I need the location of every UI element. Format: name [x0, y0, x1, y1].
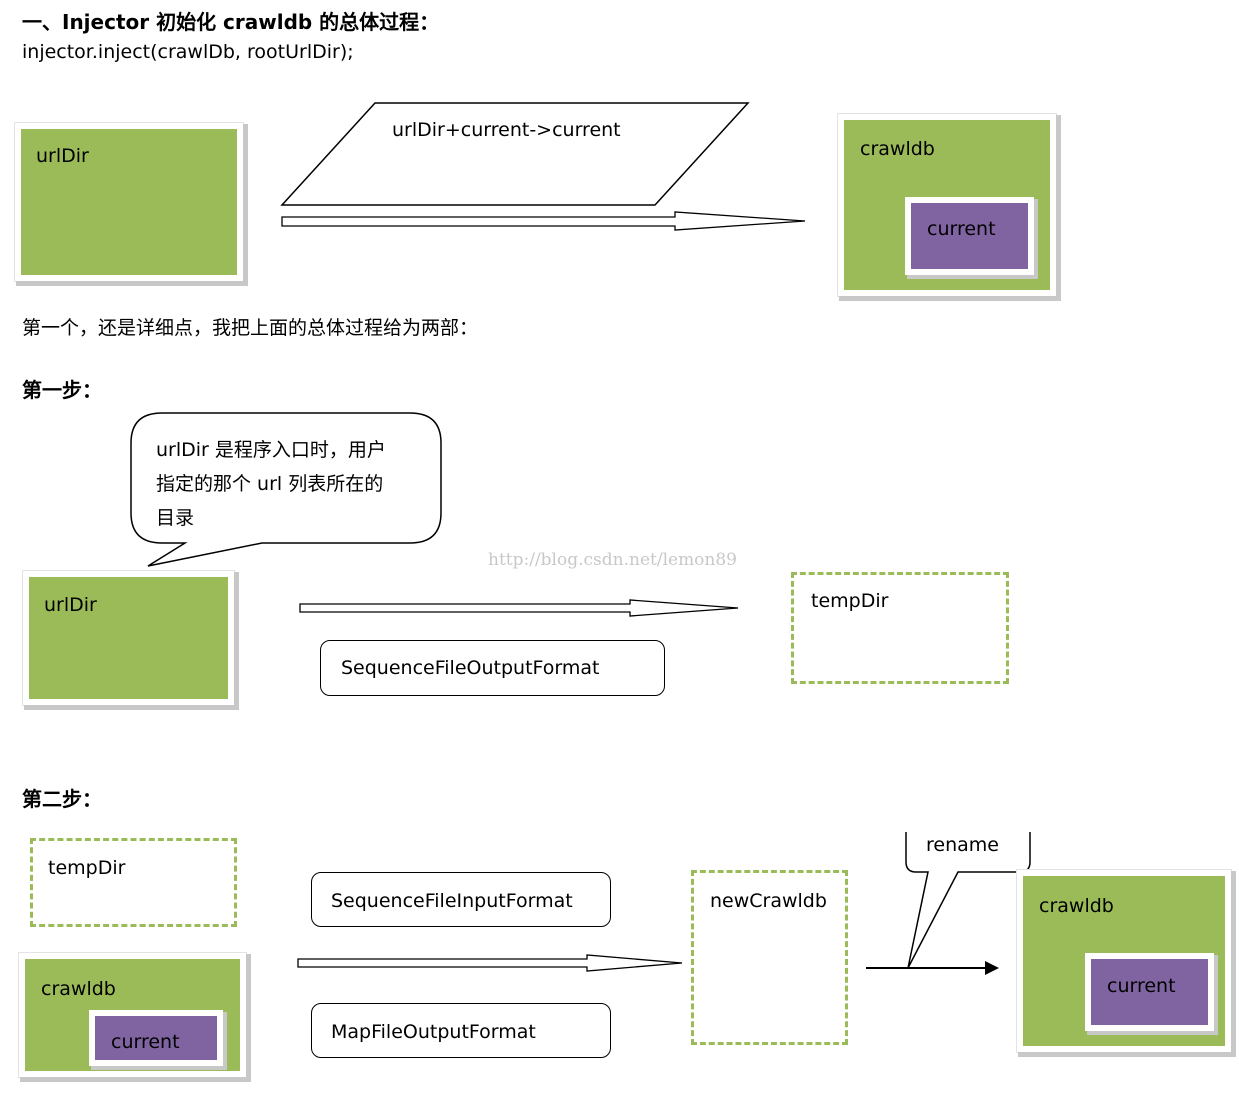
inject-code-line: injector.inject(crawlDb, rootUrlDir);	[22, 41, 354, 63]
parallelogram-label: urlDir+current->current	[392, 119, 621, 141]
step2-tempdir-label: tempDir	[48, 857, 126, 879]
step1-arrow	[299, 599, 739, 617]
crawldb-box: crawldb current	[838, 114, 1056, 296]
callout-line-3: 目录	[156, 507, 195, 529]
step2-current-label: current	[111, 1031, 180, 1053]
step2-tempdir-box: tempDir	[30, 838, 237, 927]
current-box: current	[905, 197, 1034, 275]
step1-heading: 第一步：	[22, 378, 102, 402]
step2-heading: 第二步：	[22, 787, 102, 811]
step1-tempdir-box: tempDir	[791, 572, 1009, 684]
rename-label: rename	[926, 834, 999, 856]
crawldb-label: crawldb	[860, 138, 935, 160]
newcrawldb-box: newCrawldb	[691, 870, 848, 1045]
data-parallelogram	[280, 102, 750, 206]
result-crawldb-box: crawldb current	[1017, 870, 1231, 1052]
callout-line-2: 指定的那个 url 列表所在的	[156, 473, 384, 495]
section1-heading: 一、Injector 初始化 crawldb 的总体过程：	[22, 10, 440, 34]
sequencefile-inputformat-label: SequenceFileInputFormat	[331, 890, 573, 912]
step1-tempdir-label: tempDir	[811, 590, 889, 612]
callout-line-1: urlDir 是程序入口时，用户	[156, 439, 386, 461]
step2-arrow	[297, 954, 683, 972]
mapfile-outputformat-box: MapFileOutputFormat	[311, 1003, 611, 1058]
result-current-label: current	[1107, 975, 1176, 997]
urldir-label: urlDir	[36, 145, 89, 167]
rename-arrow-head	[985, 961, 999, 975]
step2-current-box: current	[89, 1010, 223, 1066]
watermark: http://blog.csdn.net/lemon89	[488, 550, 737, 570]
sequencefile-inputformat-box: SequenceFileInputFormat	[311, 872, 611, 927]
mapfile-outputformat-label: MapFileOutputFormat	[331, 1021, 536, 1043]
step2-crawldb-box: crawldb current	[19, 953, 246, 1077]
inject-arrow	[281, 211, 806, 231]
intro-text: 第一个，还是详细点，我把上面的总体过程给为两部：	[22, 317, 479, 339]
urldir-box: urlDir	[15, 123, 243, 281]
step1-urldir-box: urlDir	[23, 571, 234, 705]
result-crawldb-label: crawldb	[1039, 895, 1114, 917]
current-label: current	[927, 218, 996, 240]
result-current-box: current	[1085, 953, 1214, 1031]
callout-bubble	[130, 412, 442, 567]
sequencefile-outputformat-label: SequenceFileOutputFormat	[341, 657, 600, 679]
step2-crawldb-label: crawldb	[41, 978, 116, 1000]
newcrawldb-label: newCrawldb	[710, 890, 827, 912]
step1-urldir-label: urlDir	[44, 594, 97, 616]
sequencefile-outputformat-box: SequenceFileOutputFormat	[320, 640, 665, 696]
